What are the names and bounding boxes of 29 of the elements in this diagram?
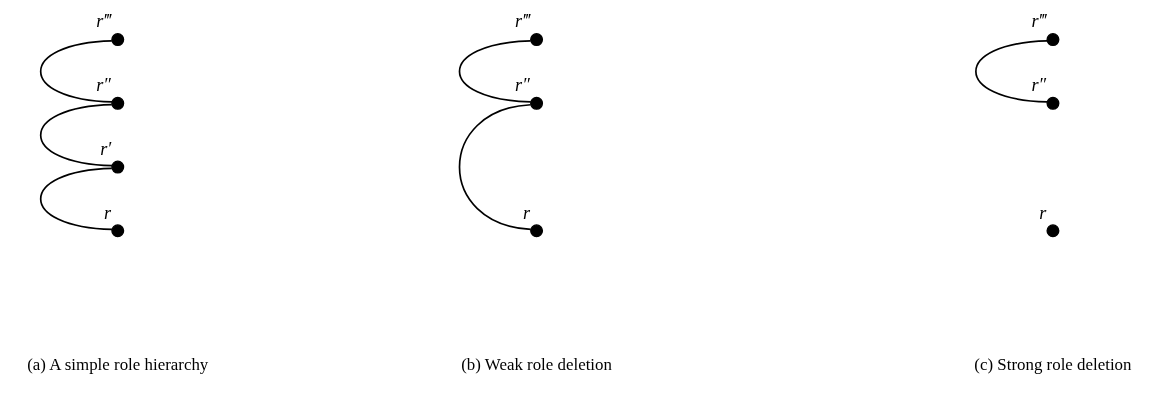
node-label: r‴ <box>96 11 112 32</box>
node-label: r <box>104 202 112 223</box>
connector <box>458 103 532 231</box>
node-label: r″ <box>96 75 111 96</box>
node-label: r‴ <box>1031 11 1047 32</box>
node-circle <box>111 160 125 174</box>
connector <box>39 167 113 231</box>
label: (a) A simple role hierarchy <box>27 354 209 374</box>
label: (b) Weak role deletion <box>461 354 612 374</box>
node-circle <box>530 33 544 47</box>
node-circle <box>1046 96 1060 110</box>
node-label: r <box>522 202 530 223</box>
label: (c) Strong role deletion <box>974 354 1132 374</box>
node-circle <box>530 96 544 110</box>
node-circle <box>530 224 544 238</box>
node-label: r″ <box>515 75 530 96</box>
connector <box>458 40 532 103</box>
node-circle <box>111 33 125 47</box>
node-circle <box>111 224 125 238</box>
connector <box>39 40 113 103</box>
node-circle <box>1046 224 1060 238</box>
node-label: r′ <box>100 138 112 159</box>
node-label: r″ <box>1031 75 1047 96</box>
node-circle <box>111 96 125 110</box>
connector <box>975 40 1048 103</box>
connector <box>39 103 113 167</box>
node-label: r <box>1039 202 1047 223</box>
node-circle <box>1046 33 1060 47</box>
node-label: r‴ <box>515 11 530 32</box>
